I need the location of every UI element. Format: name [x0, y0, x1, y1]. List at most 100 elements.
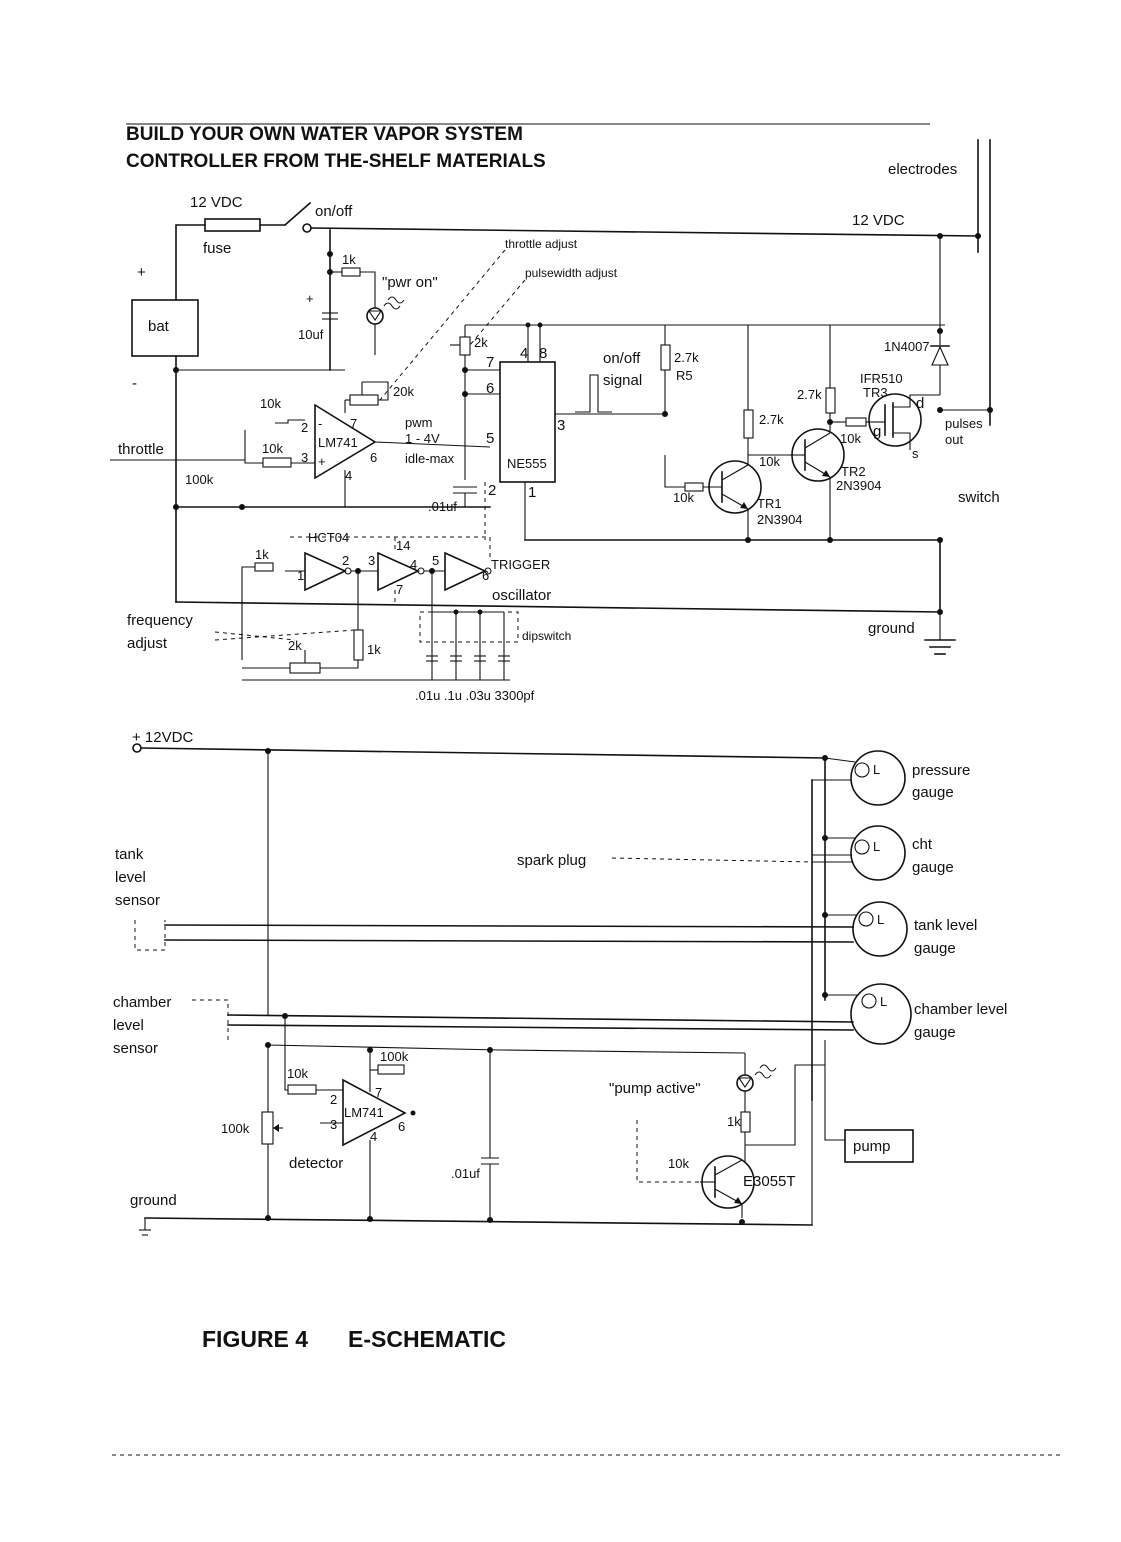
- detector-pin-7: 7: [375, 1085, 382, 1100]
- trigger-label: TRIGGER: [491, 557, 550, 572]
- onoff-signal-label-1: on/off: [603, 350, 641, 367]
- detector-feedback-resistor: [377, 1064, 405, 1075]
- pwr-led: [366, 307, 384, 325]
- gate-resistor-label: 10k: [840, 431, 861, 446]
- tank-gauge-label-2: gauge: [914, 940, 956, 957]
- frequency-resistor-1k: [353, 629, 364, 661]
- opamp-plus: +: [318, 454, 326, 469]
- detector-input-resistor: [287, 1084, 317, 1095]
- onoff-signal-label-2: signal: [603, 372, 642, 389]
- mosfet-source-pin: s: [912, 446, 919, 461]
- on-off-switch-blade: [283, 201, 312, 227]
- inv-pin-4: 4: [410, 557, 417, 572]
- pwm-label: pwm: [405, 415, 432, 430]
- opamp-pin-3: 3: [301, 450, 308, 465]
- pressure-gauge-glyph: L: [873, 762, 880, 777]
- pressure-gauge-label-1: pressure: [912, 762, 970, 779]
- pump-led-label: "pump active": [609, 1080, 701, 1097]
- chamber-gauge-glyph: L: [880, 994, 887, 1009]
- oscillator-label: oscillator: [492, 587, 551, 604]
- switch-label: on/off: [315, 203, 353, 220]
- on-off-switch-contact: [302, 223, 312, 233]
- detector-pin-6: 6: [398, 1119, 405, 1134]
- mosfet-label: IFR510: [860, 371, 903, 386]
- cht-gauge-glyph: L: [873, 839, 880, 854]
- frequency-pot-label: 2k: [288, 638, 302, 653]
- pulsewidth-pot-2k: [459, 336, 471, 356]
- pwm-range-label: 1 - 4V: [405, 431, 440, 446]
- ne555-pin-8: 8: [539, 345, 547, 362]
- inv-pin-5: 5: [432, 553, 439, 568]
- opamp-lm741: [314, 403, 377, 480]
- tank-sensor-label-2: level: [115, 869, 146, 886]
- title-block: BUILD YOUR OWN WATER VAPOR SYSTEM CONTRO…: [126, 123, 930, 172]
- tr3-label: TR3: [863, 385, 888, 400]
- tr2-collector-resistor-label: 2.7k: [797, 387, 822, 402]
- pulsewidth-adjust-label: pulsewidth adjust: [525, 266, 618, 280]
- tank-gauge-glyph: L: [877, 912, 884, 927]
- spark-plug-label: spark plug: [517, 852, 586, 869]
- ne555-pin-6: 6: [486, 380, 494, 397]
- opamp-minus: -: [318, 416, 322, 431]
- oscillator-resistor-1k: [254, 562, 274, 572]
- ne555-pin-4: 4: [520, 345, 528, 362]
- inv-pin-2: 2: [342, 553, 349, 568]
- resistor-10k-a-label: 10k: [260, 396, 281, 411]
- throttle-adjust-label: throttle adjust: [505, 237, 578, 251]
- timing-cap-label: .01uf: [428, 499, 457, 514]
- panel-ground-label: ground: [130, 1192, 177, 1209]
- ne555-pin-1: 1: [528, 484, 536, 501]
- inv-pin-1: 1: [297, 568, 304, 583]
- detector-pin-4: 4: [370, 1129, 377, 1144]
- figure-number: FIGURE 4: [202, 1326, 308, 1352]
- hct04-label: HCT04: [308, 530, 349, 545]
- pulsewidth-pot-label: 2k: [474, 335, 488, 350]
- battery-plus-label: +: [137, 264, 146, 281]
- ne555-pin-3: 3: [557, 417, 565, 434]
- pump-active-led: [736, 1074, 754, 1092]
- cht-gauge-label-1: cht: [912, 836, 933, 853]
- cht-gauge: [850, 825, 906, 881]
- pump-led-resistor-label: 1k: [727, 1114, 741, 1129]
- throttle-pot-20k: [349, 394, 379, 406]
- title-line-1: BUILD YOUR OWN WATER VAPOR SYSTEM: [126, 124, 523, 145]
- frequency-pot-2k: [289, 662, 321, 674]
- cht-gauge-label-2: gauge: [912, 859, 954, 876]
- figure-name: E-SCHEMATIC: [348, 1326, 506, 1352]
- tank-level-sensor: [134, 920, 166, 951]
- opamp-pin-6: 6: [370, 450, 377, 465]
- inv-pin-6: 6: [482, 568, 489, 583]
- pump-label: pump: [853, 1138, 891, 1155]
- pump-box: [844, 1129, 914, 1163]
- cap-plus-label: +: [306, 291, 314, 306]
- opamp-label: LM741: [318, 435, 358, 450]
- resistor-10k-b-label: 10k: [262, 441, 283, 456]
- detector-pot-label: 100k: [221, 1121, 250, 1136]
- pwr-resistor: [341, 267, 361, 277]
- pump-base-resistor-label: 10k: [668, 1156, 689, 1171]
- panel-supply-label: + 12VDC: [132, 729, 193, 746]
- tank-sensor-label-3: sensor: [115, 892, 160, 909]
- tank-gauge-label-1: tank level: [914, 917, 977, 934]
- chamber-sensor-label-1: chamber: [113, 994, 171, 1011]
- chamber-sensor-label-3: sensor: [113, 1040, 158, 1057]
- mosfet-drain-pin: d: [916, 395, 924, 412]
- battery-minus-label: -: [132, 375, 137, 392]
- tr1-part-label: 2N3904: [757, 512, 803, 527]
- detector-pin-3: 3: [330, 1117, 337, 1132]
- dipswitch[interactable]: [419, 611, 519, 643]
- electrodes-label: electrodes: [888, 161, 957, 178]
- supply-label: 12 VDC: [190, 194, 243, 211]
- detector-opamp-label: LM741: [344, 1105, 384, 1120]
- detector-label: detector: [289, 1155, 343, 1172]
- tr2-base-resistor-label: 10k: [759, 454, 780, 469]
- tr1-base-resistor-label: 10k: [673, 490, 694, 505]
- figure-caption: FIGURE 4 E-SCHEMATIC: [202, 1326, 506, 1352]
- dipswitch-label: dipswitch: [522, 629, 571, 643]
- frequency-label-1: frequency: [127, 612, 193, 629]
- ne555-pin-7: 7: [486, 354, 494, 371]
- dipswitch-caps-label: .01u .1u .03u 3300pf: [415, 688, 535, 703]
- inv-pin-3: 3: [368, 553, 375, 568]
- opamp-pin-7: 7: [350, 416, 357, 431]
